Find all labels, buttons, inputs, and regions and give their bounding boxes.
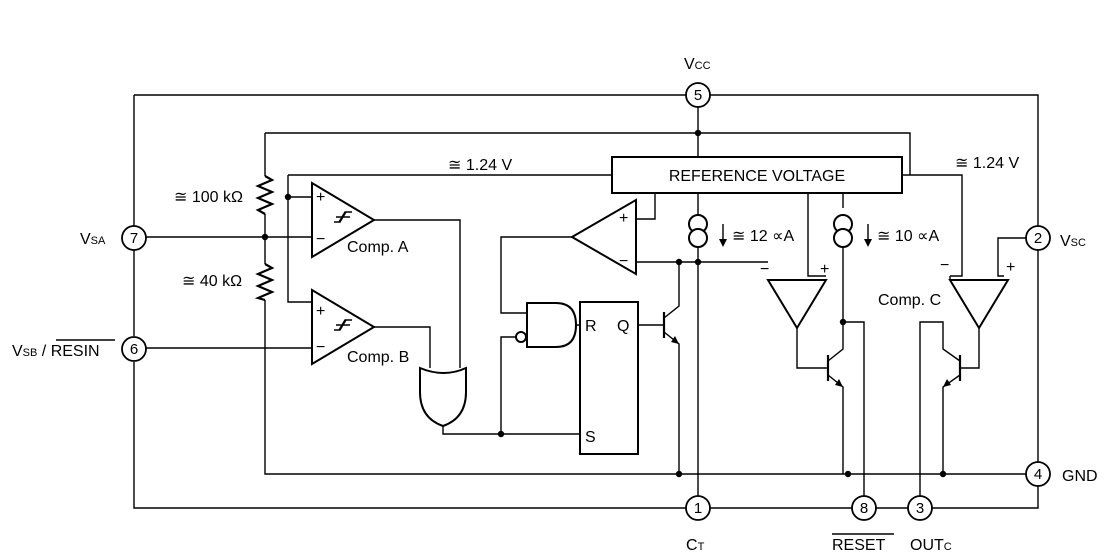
- i2-label: ≅ 10 ∝A: [877, 228, 940, 245]
- ct-label: CT: [686, 537, 705, 554]
- rs-flipflop: [579, 301, 639, 455]
- vref-line: [287, 174, 963, 303]
- ff-s-label: S: [585, 429, 596, 446]
- vsa-label: VSA: [80, 231, 106, 248]
- pin-5: 5: [685, 82, 711, 108]
- vcc-rail: [264, 107, 911, 176]
- comparator-b: + −: [311, 288, 376, 366]
- reference-voltage-block: [611, 156, 903, 194]
- gnd-rail: [264, 300, 1026, 475]
- current-source-10ua: [833, 214, 872, 248]
- pin-4: 4: [1025, 461, 1051, 487]
- svg-text:−: −: [940, 257, 949, 274]
- nand-gate: [526, 302, 578, 348]
- resistor-100k: [255, 175, 275, 215]
- comp-b-label: Comp. B: [347, 349, 409, 366]
- vsb-resin-label: VSB / RESIN: [12, 343, 100, 360]
- svg-text:+: +: [619, 210, 628, 227]
- ff-q-label: Q: [617, 318, 629, 335]
- svg-text:−: −: [619, 253, 628, 270]
- svg-text:3: 3: [916, 500, 924, 517]
- reference-voltage-label: REFERENCE VOLTAGE: [669, 168, 845, 185]
- comparator-reset: − +: [760, 261, 829, 330]
- discharge-transistor: [638, 262, 680, 474]
- ff-r-label: R: [585, 318, 597, 335]
- outc-label: OUTC: [910, 537, 952, 554]
- comparator-a: + −: [311, 181, 376, 259]
- hysteresis-icon: [334, 319, 352, 331]
- pin-1: 1: [685, 495, 711, 521]
- svg-text:2: 2: [1034, 230, 1042, 247]
- pin-2: 2: [1025, 225, 1051, 251]
- svg-text:7: 7: [130, 230, 138, 247]
- resistor-40k: [254, 263, 275, 302]
- svg-text:5: 5: [694, 87, 702, 104]
- svg-text:6: 6: [130, 341, 138, 358]
- comparator-c: − +: [940, 257, 1015, 330]
- gnd-label: GND: [1062, 468, 1098, 485]
- svg-text:1: 1: [694, 500, 702, 517]
- r-top-label: ≅ 100 kΩ: [174, 189, 243, 206]
- pin-6: 6: [121, 336, 147, 362]
- svg-text:+: +: [820, 261, 829, 278]
- svg-text:+: +: [1006, 259, 1015, 276]
- comp-c-label: Comp. C: [878, 292, 941, 309]
- current-source-12ua: [688, 214, 727, 248]
- outc-transistor: [919, 321, 962, 496]
- or-gate: [419, 366, 467, 428]
- pin-8: 8: [851, 495, 877, 521]
- pin-7: 7: [121, 225, 147, 251]
- svg-text:+: +: [316, 303, 325, 320]
- svg-text:8: 8: [860, 500, 868, 517]
- hysteresis-icon: [334, 211, 352, 223]
- r-bottom-label: ≅ 40 kΩ: [182, 273, 242, 290]
- reference-amplifier: + −: [570, 198, 637, 276]
- vref-left-label: ≅ 1.24 V: [448, 157, 512, 174]
- comp-a-label: Comp. A: [347, 239, 409, 256]
- vsc-label: VSC: [1060, 233, 1086, 250]
- vref-right-label: ≅ 1.24 V: [955, 155, 1019, 172]
- reset-label: RESET: [832, 537, 886, 554]
- pin-3: 3: [907, 495, 933, 521]
- svg-text:4: 4: [1034, 466, 1042, 483]
- reset-transistor: [826, 322, 844, 474]
- vcc-label: VCC: [684, 56, 711, 73]
- svg-text:−: −: [316, 339, 325, 356]
- package-outline: [133, 94, 1039, 509]
- svg-text:−: −: [760, 261, 769, 278]
- svg-text:+: +: [316, 189, 325, 206]
- svg-text:−: −: [316, 231, 325, 248]
- i1-label: ≅ 12 ∝A: [732, 228, 795, 245]
